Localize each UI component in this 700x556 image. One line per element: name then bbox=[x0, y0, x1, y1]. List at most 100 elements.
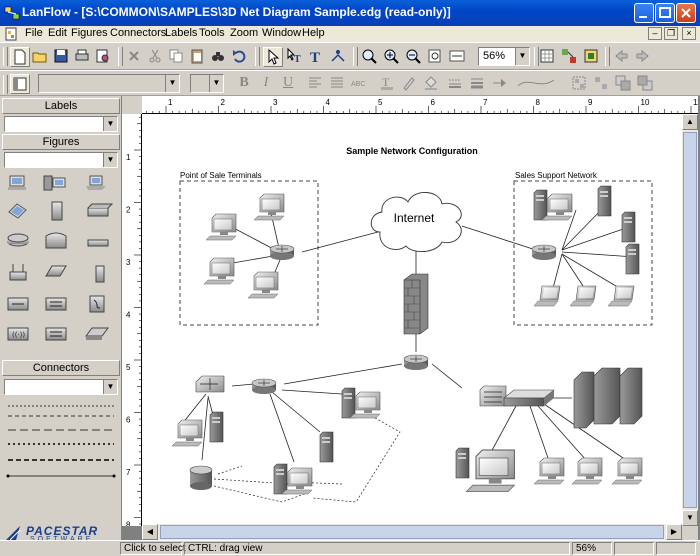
figure-wireless-ap[interactable] bbox=[9, 264, 27, 281]
text-select-tool-button[interactable]: T bbox=[285, 47, 305, 67]
text-color-button[interactable]: T bbox=[378, 74, 398, 94]
toolbar-grip[interactable] bbox=[3, 75, 8, 94]
figure-notebook[interactable] bbox=[8, 203, 27, 219]
chevron-down-icon[interactable]: ▼ bbox=[165, 75, 179, 92]
zoom-width-button[interactable] bbox=[448, 47, 468, 67]
connectors-combo[interactable]: ▼ bbox=[4, 379, 118, 395]
right-tower-1[interactable] bbox=[455, 447, 470, 479]
delete-button[interactable] bbox=[125, 47, 145, 67]
zoom-area-button[interactable] bbox=[360, 47, 380, 67]
figure-tower-server[interactable] bbox=[51, 201, 63, 221]
left-tower-2[interactable] bbox=[341, 387, 356, 419]
open-button[interactable] bbox=[31, 47, 51, 67]
find-button[interactable] bbox=[209, 47, 229, 67]
scroll-up-button[interactable]: ▲ bbox=[682, 114, 698, 130]
figure-modem[interactable] bbox=[95, 265, 105, 283]
sales-tower-4[interactable] bbox=[625, 243, 640, 275]
italic-button[interactable]: I bbox=[256, 74, 276, 94]
sales-laptop-1[interactable] bbox=[533, 285, 561, 307]
pos-terminal-3[interactable] bbox=[203, 257, 235, 285]
document-icon[interactable] bbox=[4, 27, 20, 41]
line-style-button[interactable] bbox=[446, 74, 466, 94]
firewall[interactable] bbox=[403, 273, 429, 335]
menu-figures[interactable]: Figures bbox=[71, 27, 108, 39]
left-tower-4[interactable] bbox=[273, 463, 288, 495]
left-switch[interactable] bbox=[195, 375, 225, 393]
menu-file[interactable]: File bbox=[25, 27, 43, 39]
left-workstation-1[interactable] bbox=[171, 419, 203, 447]
maximize-button[interactable] bbox=[655, 3, 675, 23]
pos-terminal-1[interactable] bbox=[205, 213, 237, 241]
group-box-pos[interactable] bbox=[179, 180, 319, 326]
menu-edit[interactable]: Edit bbox=[48, 27, 67, 39]
undo-button[interactable] bbox=[230, 47, 250, 67]
sales-laptop-2[interactable] bbox=[569, 285, 597, 307]
layout-button[interactable] bbox=[560, 47, 580, 67]
pos-terminal-4[interactable] bbox=[247, 271, 279, 299]
chevron-down-icon[interactable]: ▼ bbox=[103, 153, 117, 167]
minimize-button[interactable] bbox=[634, 3, 654, 23]
central-router[interactable] bbox=[403, 354, 429, 371]
scroll-down-button[interactable]: ▼ bbox=[682, 510, 698, 526]
underline-button[interactable]: U bbox=[278, 74, 298, 94]
palette-button[interactable] bbox=[582, 47, 602, 67]
select-tool-button[interactable] bbox=[263, 47, 283, 67]
pos-router[interactable] bbox=[269, 244, 295, 261]
left-tower-3[interactable] bbox=[319, 431, 334, 463]
labels-header[interactable]: Labels bbox=[2, 98, 120, 114]
zoom-fit-button[interactable] bbox=[426, 47, 446, 67]
vertical-scroll-thumb[interactable] bbox=[683, 132, 697, 508]
chevron-down-icon[interactable]: ▼ bbox=[209, 75, 223, 92]
figure-line-card[interactable] bbox=[7, 297, 29, 311]
figure-switch[interactable] bbox=[87, 203, 114, 217]
figure-patch-panel[interactable] bbox=[45, 297, 67, 311]
connectors-header[interactable]: Connectors bbox=[2, 360, 120, 376]
horizontal-scroll-thumb[interactable] bbox=[160, 525, 664, 539]
internet-cloud[interactable]: Internet bbox=[370, 192, 462, 252]
figure-antenna[interactable]: ((·)) bbox=[7, 327, 29, 341]
figure-gateway[interactable] bbox=[85, 327, 109, 340]
sales-tower-2[interactable] bbox=[597, 185, 612, 217]
figure-modem-bank[interactable] bbox=[45, 327, 67, 341]
ungroup-button[interactable] bbox=[592, 74, 612, 94]
group-button[interactable] bbox=[570, 74, 590, 94]
figure-atm-switch[interactable] bbox=[45, 265, 67, 277]
menu-connectors[interactable]: Connectors bbox=[110, 27, 167, 39]
copy-button[interactable] bbox=[167, 47, 187, 67]
fill-color-button[interactable] bbox=[422, 74, 442, 94]
vertical-scrollbar[interactable]: ▲ ▼ bbox=[682, 114, 698, 526]
right-switch[interactable] bbox=[503, 389, 555, 407]
align-justify-button[interactable] bbox=[328, 74, 348, 94]
toolbar-grip[interactable] bbox=[3, 47, 8, 66]
mdi-minimize-button[interactable]: – bbox=[648, 27, 662, 40]
left-tower-1[interactable] bbox=[209, 411, 224, 443]
connector-style-button[interactable] bbox=[514, 74, 560, 94]
move-left-button[interactable] bbox=[612, 47, 632, 67]
chevron-down-icon[interactable]: ▼ bbox=[103, 117, 117, 131]
bold-button[interactable]: B bbox=[234, 74, 254, 94]
menu-help[interactable]: Help bbox=[302, 27, 325, 39]
grid-button[interactable] bbox=[538, 47, 558, 67]
figure-bridge[interactable] bbox=[87, 239, 109, 247]
zoom-combo[interactable]: 56% ▼ bbox=[478, 47, 530, 66]
spell-check-button[interactable]: ABC bbox=[350, 74, 370, 94]
right-patch-panel[interactable] bbox=[479, 385, 507, 407]
figure-hub[interactable] bbox=[45, 232, 67, 249]
menu-window[interactable]: Window bbox=[262, 27, 302, 39]
diagram-canvas[interactable]: Sample Network Configuration Point of Sa… bbox=[142, 114, 682, 524]
chevron-down-icon[interactable]: ▼ bbox=[103, 380, 117, 394]
pos-terminal-2[interactable] bbox=[253, 193, 285, 221]
figure-workstation[interactable] bbox=[8, 175, 26, 190]
send-back-button[interactable] bbox=[636, 74, 656, 94]
figure-router[interactable] bbox=[7, 233, 29, 247]
right-big-monitor[interactable] bbox=[465, 449, 516, 493]
print-preview-button[interactable] bbox=[94, 47, 114, 67]
zoom-out-button[interactable] bbox=[404, 47, 424, 67]
sales-laptop-3[interactable] bbox=[607, 285, 635, 307]
group-box-sales[interactable] bbox=[513, 180, 653, 326]
menu-labels[interactable]: Labels bbox=[165, 27, 198, 39]
new-button[interactable] bbox=[10, 47, 30, 67]
left-router[interactable] bbox=[251, 378, 277, 395]
title-bar[interactable]: LanFlow - [S:\COMMON\SAMPLES\3D Net Diag… bbox=[0, 0, 700, 26]
connector-solid-dots[interactable] bbox=[6, 474, 116, 478]
